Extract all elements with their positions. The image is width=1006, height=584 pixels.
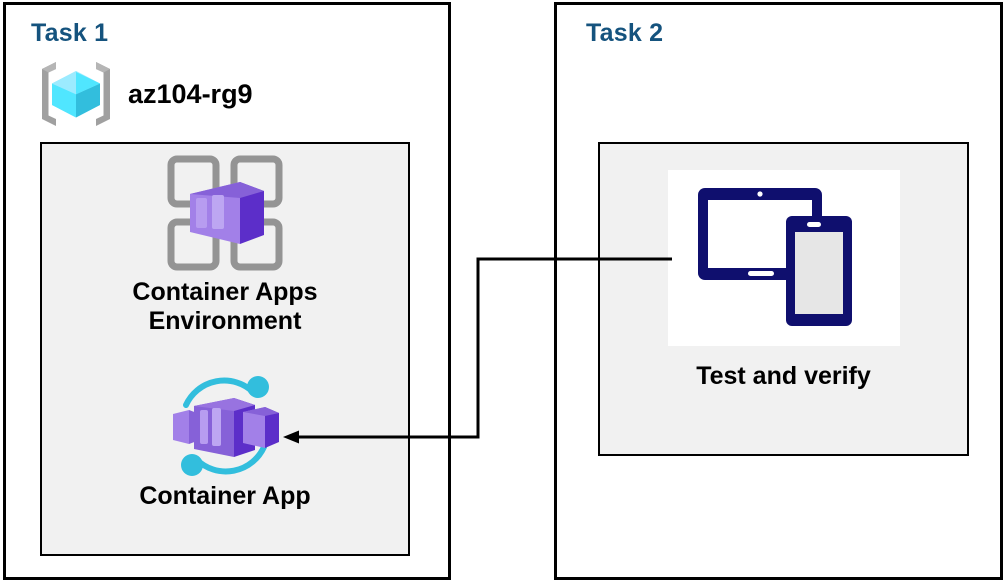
test-and-verify-label: Test and verify [696, 362, 871, 390]
node-test-and-verify: Test and verify [598, 170, 969, 391]
resource-group-icon [36, 58, 116, 130]
task-1-heading: Task 1 [31, 19, 109, 47]
node-container-app: Container App [40, 372, 410, 511]
task-2-heading: Task 2 [586, 19, 664, 47]
container-apps-environment-icon [164, 152, 286, 274]
resource-group-name: az104-rg9 [128, 78, 253, 109]
resource-group-header: az104-rg9 [36, 58, 253, 130]
container-apps-environment-label: Container Apps Environment [132, 278, 318, 335]
container-app-label: Container App [139, 482, 311, 510]
container-app-icon [161, 372, 289, 480]
devices-icon [694, 182, 874, 334]
node-container-apps-environment: Container Apps Environment [40, 152, 410, 336]
devices-icon-plate [667, 170, 900, 346]
